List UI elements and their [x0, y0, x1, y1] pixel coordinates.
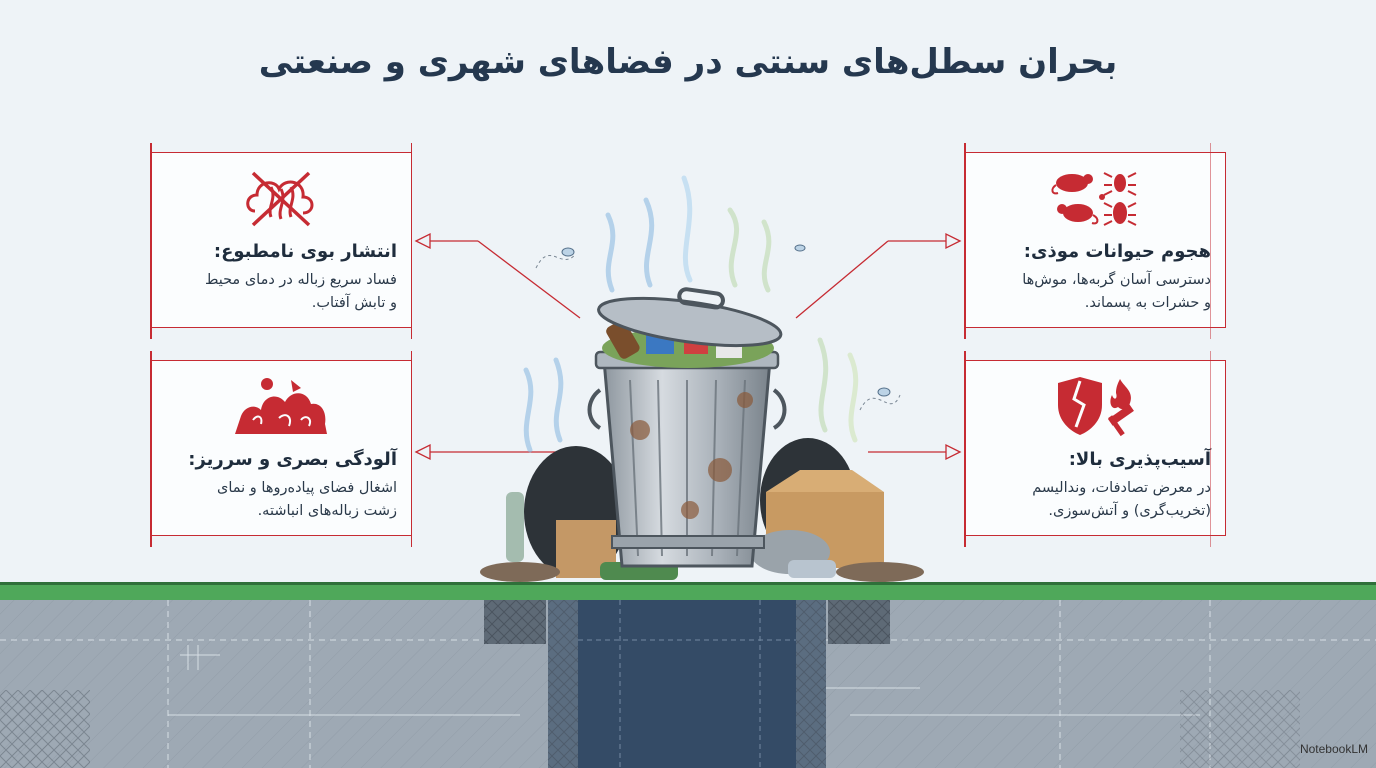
- card-pests-heading: هجوم حیوانات موذی:: [1023, 241, 1211, 262]
- card-vulnerability-line1: در معرض تصادفات، وندالیسم: [1032, 480, 1211, 496]
- garbage-pile-icon: [151, 375, 411, 437]
- page-title: بحران سطل‌های سنتی در فضاهای شهری و صنعت…: [258, 42, 1118, 82]
- card-odor-line1: فساد سریع زباله در دمای محیط: [204, 272, 397, 288]
- no-odor-icon: [151, 167, 411, 229]
- card-odor-line2: و تابش آفتاب.: [311, 295, 397, 311]
- ground-surface: [0, 584, 1376, 600]
- card-pests: هجوم حیوانات موذی: دسترسی آسان گربه‌ها، …: [964, 143, 1226, 339]
- card-odor: انتشار بوی نامطبوع: فساد سریع زباله در د…: [150, 143, 412, 339]
- card-pollution-line2: زشت زباله‌های انباشته.: [257, 503, 397, 519]
- card-pollution-line1: اشغال فضای پیاده‌روها و نمای: [217, 480, 397, 496]
- pests-icon: [965, 167, 1225, 229]
- card-pests-line1: دسترسی آسان گربه‌ها، موش‌ها: [1022, 272, 1211, 288]
- brand-watermark: NotebookLM: [1299, 742, 1368, 756]
- card-odor-heading: انتشار بوی نامطبوع:: [213, 241, 397, 262]
- card-vulnerability-heading: آسیب‌پذیری بالا:: [1068, 449, 1211, 470]
- card-vulnerability: آسیب‌پذیری بالا: در معرض تصادفات، وندالی…: [964, 351, 1226, 547]
- underground-pit: [548, 600, 826, 768]
- card-pollution: آلودگی بصری و سرریز: اشغال فضای پیاده‌رو…: [150, 351, 412, 547]
- card-pollution-heading: آلودگی بصری و سرریز:: [188, 449, 397, 470]
- broken-shield-fire-icon: [965, 375, 1225, 437]
- card-vulnerability-line2: (تخریب‌گری) و آتش‌سوزی.: [1048, 503, 1211, 519]
- card-pests-line2: و حشرات به پسماند.: [1084, 295, 1211, 311]
